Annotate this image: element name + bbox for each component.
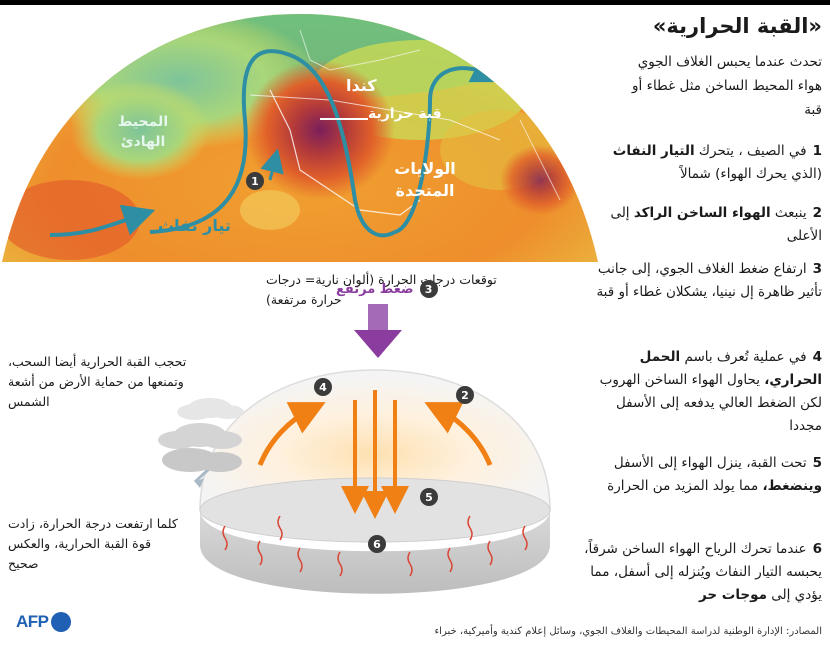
afp-logo-text: AFP: [16, 612, 49, 631]
step-5-post: مما يولد المزيد من الحرارة: [607, 478, 763, 494]
step-2-post: إلى الأعلى: [610, 205, 822, 244]
dome-marker-5: 5: [420, 488, 438, 506]
label-heat-dome: قبة حرارية: [368, 106, 442, 122]
label-jet-stream: تيار نفاث: [158, 216, 231, 235]
step-1-number: 1: [812, 143, 822, 159]
step-2: 2 ينبعث الهواء الساخن الراكد إلى الأعلى: [582, 202, 822, 248]
step-3-pre: ارتفاع ضغط الغلاف الجوي، إلى جانب تأثير …: [596, 261, 822, 300]
high-pressure-text: ضغط مرتفع: [336, 281, 414, 297]
globe-step-marker: 1: [246, 172, 264, 190]
step-1-post: (الذي يحرك الهواء) شمالاً: [679, 166, 822, 182]
step-1-bold: التيار النفاث: [612, 143, 695, 159]
step-6-number: 6: [812, 541, 822, 557]
heat-map-globe: [2, 14, 598, 262]
feedback-note: كلما ارتفعت درجة الحرارة، زادت قوة القبة…: [8, 516, 178, 571]
label-canada: كندا: [346, 76, 377, 95]
step-1: 1 في الصيف ، يتحرك التيار النفاث (الذي يح…: [582, 140, 822, 186]
sources-note: المصادر: الإدارة الوطنية لدراسة المحيطات…: [434, 626, 822, 637]
label-usa: الولايات المتحدة: [394, 159, 456, 200]
step-6-pre: عندما تحرك الرياح الهواء الساخن شرقاً، ي…: [584, 541, 822, 603]
step-4-number: 4: [812, 349, 822, 365]
afp-logo: AFP: [16, 612, 71, 632]
step-4-post: يحاول الهواء الساخن الهروب لكن الضغط الع…: [599, 372, 822, 434]
step-4-bold: الحمل الحراري،: [639, 349, 822, 388]
intro-text: تحدث عندما يحبس الغلاف الجوي هواء المحيط…: [632, 54, 822, 118]
step-2-number: 2: [812, 205, 822, 221]
heat-legend: توقعات درجات الحرارة (ألوان نارية= درجات…: [266, 272, 497, 307]
clouds-note: تحجب القبة الحرارية أيضا السحب، وتمنعها …: [8, 354, 187, 409]
step-5-number: 5: [812, 455, 822, 471]
high-pressure-label: 3 ضغط مرتفع: [336, 280, 438, 298]
clouds: [158, 398, 244, 472]
dome-marker-2: 2: [456, 386, 474, 404]
step-3-number: 3: [812, 261, 822, 277]
step-3: 3ارتفاع ضغط الغلاف الجوي، إلى جانب تأثير…: [582, 258, 822, 304]
step-5: 5 تحت القبة، ينزل الهواء إلى الأسفل وينضغ…: [582, 452, 822, 498]
step-5-bold: وينضغط،: [762, 478, 822, 494]
dome-marker-4: 4: [314, 378, 332, 396]
step-2-bold: الهواء الساخن الراكد: [633, 205, 771, 221]
label-pacific: المحيط الهادئ: [117, 114, 169, 150]
step-1-pre: في الصيف ، يتحرك: [694, 143, 807, 159]
step-4: 4 في عملية تُعرف باسم الحمل الحراري، يحاو…: [582, 346, 822, 438]
dome-marker-6: 6: [368, 535, 386, 553]
step-5-pre: تحت القبة، ينزل الهواء إلى الأسفل: [613, 455, 807, 471]
afp-logo-dot: [50, 612, 71, 632]
page-title: «القبة الحرارية»: [652, 14, 822, 38]
heat-dome-diagram: [193, 369, 551, 594]
heat-dome-pointer: [320, 118, 368, 120]
step-4-pre: في عملية تُعرف باسم: [680, 349, 807, 365]
top-bar: [0, 0, 830, 5]
high-pressure-arrow: [354, 304, 402, 358]
step-6-bold: موجات حر: [698, 587, 767, 603]
high-pressure-number: 3: [419, 280, 438, 298]
step-2-pre: ينبعث: [770, 205, 807, 221]
step-6: 6عندما تحرك الرياح الهواء الساخن شرقاً، …: [582, 538, 822, 607]
